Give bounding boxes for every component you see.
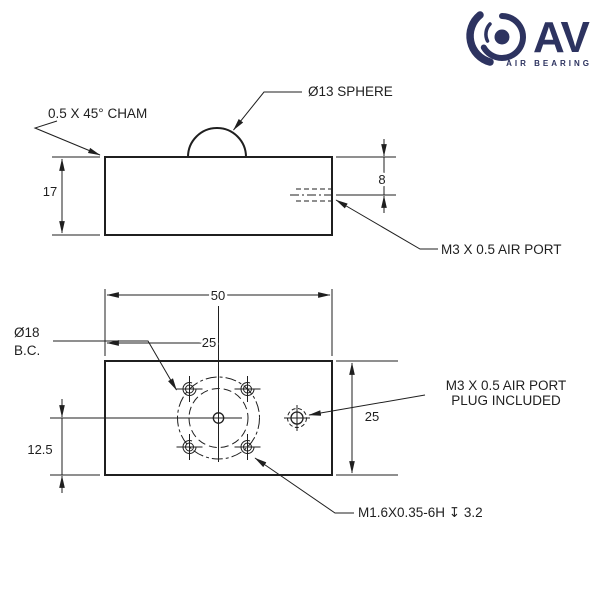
- bolt-circle: [177, 376, 260, 460]
- tapped-hole: [234, 376, 261, 402]
- leader-line: [233, 91, 302, 131]
- leader-line: [33, 120, 101, 156]
- tapped-hole: [234, 434, 261, 460]
- tapped-hole: [176, 376, 203, 402]
- label-bolt-circle: Ø18: [14, 325, 40, 340]
- leader-line: [53, 340, 177, 391]
- swirl-orbit-icon: [466, 11, 526, 66]
- center-air-hole: [212, 412, 225, 424]
- sphere-profile: [187, 127, 247, 158]
- side-view: 17 8 Ø13 SPHERE 0.5 X 45° CHAM M3 X 0.5 …: [33, 84, 562, 257]
- dim-height: 17: [43, 184, 57, 199]
- label-bolt-circle-2: B.C.: [14, 343, 40, 358]
- leader-line: [254, 457, 354, 514]
- sphere-seat-circle: [188, 388, 249, 448]
- label-plug-1: M3 X 0.5 AIR PORT: [446, 378, 567, 393]
- leader-line: [308, 394, 426, 416]
- label-plug-2: PLUG INCLUDED: [451, 393, 561, 408]
- brand-text: AV: [533, 13, 591, 62]
- label-air-port: M3 X 0.5 AIR PORT: [441, 242, 562, 257]
- logo: AV AIR BEARING: [466, 11, 592, 68]
- tapped-hole: [176, 434, 203, 460]
- dim-depth: 25: [365, 409, 379, 424]
- label-tapped-holes: M1.6X0.35-6H ↧ 3.2: [358, 505, 483, 520]
- air-port-plug-hole: [284, 405, 310, 431]
- dim-port-offset: 8: [378, 172, 385, 187]
- dim-width: 50: [211, 288, 225, 303]
- brand-tagline: AIR BEARING: [506, 59, 592, 68]
- label-sphere: Ø13 SPHERE: [308, 84, 393, 99]
- dim-center: 25: [202, 335, 216, 350]
- side-view-outline: [104, 156, 333, 236]
- leader-line: [335, 199, 438, 250]
- plan-view: 50 25 25 12.5 Ø18 B.C. M3 X 0.5 AIR PORT…: [14, 286, 567, 521]
- dim-edge: 12.5: [27, 442, 52, 457]
- label-chamfer: 0.5 X 45° CHAM: [48, 106, 147, 121]
